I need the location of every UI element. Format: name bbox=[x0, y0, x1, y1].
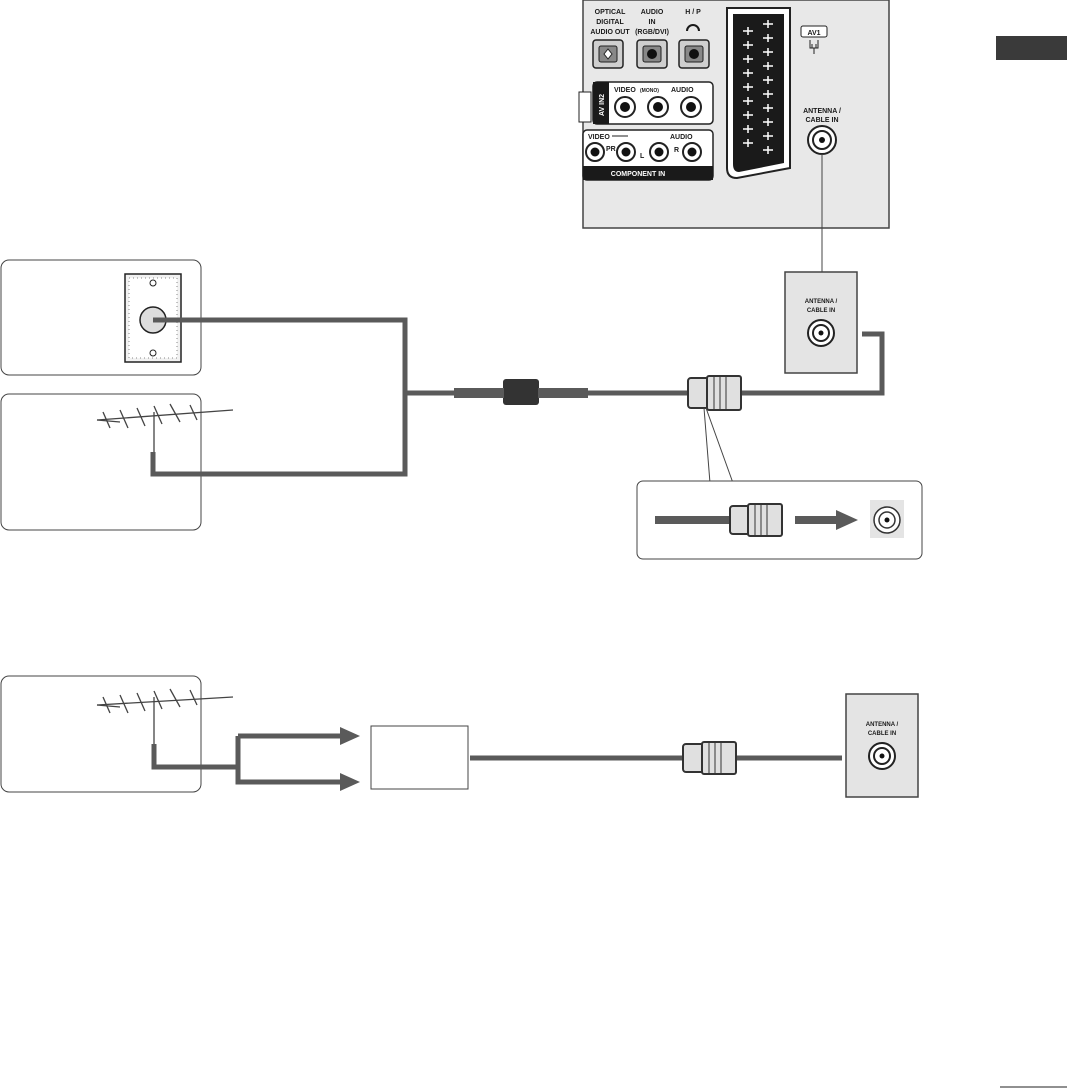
ferrite-core bbox=[454, 379, 588, 405]
jack1-label-1: ANTENNA / bbox=[805, 299, 838, 305]
detail-callout bbox=[636, 407, 923, 560]
antenna-jack-box-1: ANTENNA / CABLE IN bbox=[784, 271, 858, 374]
l-label: L bbox=[640, 153, 645, 160]
headphone-icon bbox=[686, 24, 700, 32]
jack2-label-2: CABLE IN bbox=[868, 731, 896, 737]
av-audio-l-jack bbox=[647, 96, 669, 118]
audio-in-port bbox=[636, 39, 668, 69]
coax-plug-lower bbox=[682, 741, 737, 775]
audio-lr-label: AUDIO bbox=[671, 87, 694, 94]
arrow-lower bbox=[340, 773, 360, 791]
splitter-box bbox=[370, 725, 469, 790]
component-audio-l-jack bbox=[649, 142, 669, 162]
optical-label-3: AUDIO OUT bbox=[590, 29, 630, 36]
audio-in-label-1: AUDIO bbox=[641, 9, 664, 16]
panel-antenna-label-2: CABLE IN bbox=[805, 117, 838, 124]
optical-label-1: OPTICAL bbox=[595, 9, 626, 16]
lower-cables bbox=[151, 733, 842, 785]
optical-port bbox=[592, 39, 624, 69]
mono-label: (MONO) bbox=[640, 88, 659, 94]
section-tab bbox=[996, 36, 1067, 60]
av-in2-label: AV IN2 bbox=[599, 94, 606, 116]
video2-label: VIDEO bbox=[588, 134, 610, 141]
coax-plug-upper bbox=[687, 375, 742, 411]
jack2-label-1: ANTENNA / bbox=[866, 722, 899, 728]
headphone-port bbox=[678, 39, 710, 69]
coax-plug-detail bbox=[729, 503, 783, 537]
audio2-label: AUDIO bbox=[670, 134, 693, 141]
yagi-antenna-icon-2 bbox=[96, 688, 234, 744]
yagi-antenna-icon bbox=[96, 403, 234, 452]
arrow-upper bbox=[340, 727, 360, 745]
pr-label: PR bbox=[606, 146, 616, 153]
audio-in-label-2: IN bbox=[649, 19, 656, 26]
socket-detail bbox=[870, 500, 904, 538]
panel-antenna-jack bbox=[807, 125, 837, 155]
panel-antenna-label-1: ANTENNA / bbox=[803, 108, 841, 115]
r-label: R bbox=[674, 147, 679, 154]
tv-back-panel: OPTICAL DIGITAL AUDIO OUT AUDIO IN (RGB/… bbox=[578, 0, 890, 229]
outdoor-antenna-box bbox=[0, 393, 234, 531]
component-in-label: COMPONENT IN bbox=[611, 171, 665, 178]
scart-connector bbox=[726, 7, 791, 180]
component-audio-r-jack bbox=[682, 142, 702, 162]
jack1-label-2: CABLE IN bbox=[807, 308, 835, 314]
arrow-icon bbox=[795, 510, 858, 530]
av-audio-r-jack bbox=[680, 96, 702, 118]
av1-icon bbox=[809, 40, 819, 54]
av1-label: AV1 bbox=[807, 30, 820, 37]
antenna-jack-box-2: ANTENNA / CABLE IN bbox=[845, 693, 919, 798]
hp-label: H / P bbox=[685, 9, 701, 16]
av-video-jack bbox=[614, 96, 636, 118]
outdoor-antenna-box-2 bbox=[0, 675, 234, 793]
optical-label-2: DIGITAL bbox=[596, 19, 624, 26]
component-pb-jack bbox=[585, 142, 605, 162]
component-pr-jack bbox=[616, 142, 636, 162]
audio-in-label-3: (RGB/DVI) bbox=[635, 29, 669, 36]
video-label: VIDEO bbox=[614, 87, 636, 94]
